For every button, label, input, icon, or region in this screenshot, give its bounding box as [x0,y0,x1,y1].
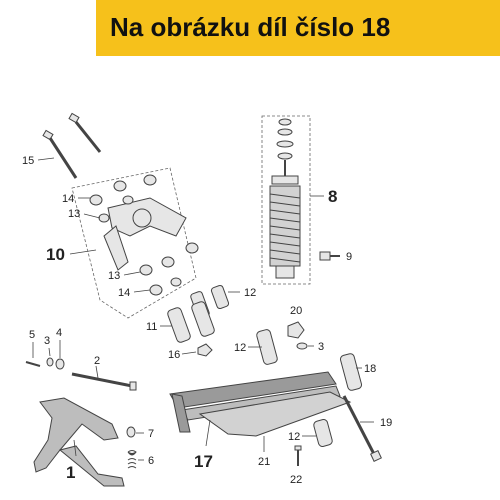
part-6-spring [127,450,137,469]
callout-13-top: 13 [68,208,80,220]
callout-15: 15 [22,155,34,167]
part-18-bushing [339,353,363,391]
callout-12-lower: 12 [288,431,300,443]
callout-7: 7 [148,428,154,440]
callout-19: 19 [380,417,392,429]
callout-2: 2 [94,355,100,367]
callout-4: 4 [56,327,62,339]
callout-5: 5 [29,329,35,341]
part-21-plate [198,391,352,437]
part-8-group-outline [261,115,311,285]
part-7-washer [126,426,136,438]
callout-20: 20 [290,305,302,317]
banner-title: Na obrázku díl číslo 18 [110,12,391,42]
part-19-long-bolt [342,395,382,462]
part-20-nut [287,321,305,339]
part-9-bolt [319,251,340,261]
callout-9: 9 [346,251,352,263]
part-4-clip [55,358,65,370]
callout-8: 8 [328,187,337,206]
callout-1: 1 [66,463,75,482]
callout-16: 16 [168,349,180,361]
callout-14-bottom: 14 [118,287,130,299]
part-3-washer-left [46,357,54,367]
callout-14-top: 14 [62,193,74,205]
part-3-washer-right [296,342,308,350]
callout-17: 17 [194,452,213,471]
part-2-axle [71,372,137,391]
callout-6: 6 [148,455,154,467]
part-8-shock-absorber [269,118,301,279]
callout-13-bottom: 13 [108,270,120,282]
callout-10: 10 [46,245,65,264]
callout-18: 18 [364,363,376,375]
part-10-group-outline [71,167,197,319]
callout-12-middle: 12 [234,342,246,354]
part-16-nut [197,343,213,357]
callout-3-right: 3 [318,341,324,353]
callout-22: 22 [290,474,302,486]
part-13-14-bushings [89,174,199,296]
part-10-swing-arm-link [103,197,187,271]
part-1-center-stand [33,397,125,487]
part-12-bushing-middle [256,329,278,365]
part-5-pin [25,361,41,367]
part-11-tubes [167,301,215,343]
callout-3-left: 3 [44,335,50,347]
callout-21: 21 [258,456,270,468]
part-15-bolts [42,112,102,179]
part-12-bushing-lower [313,419,333,447]
callout-11: 11 [146,321,157,333]
callout-12-upper: 12 [244,287,256,299]
part-22-screw [294,445,302,466]
part-number-banner: Na obrázku díl číslo 18 [96,0,500,56]
